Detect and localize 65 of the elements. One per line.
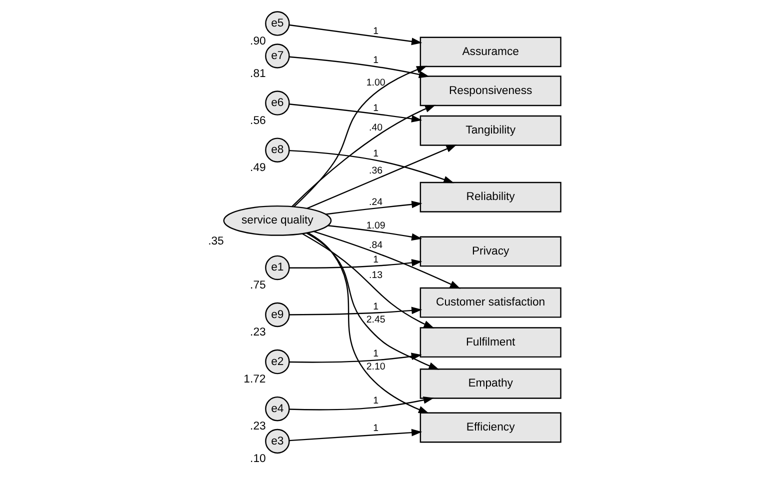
- arrow: [306, 144, 456, 209]
- edge-label: .24: [368, 196, 382, 208]
- arrow: [288, 306, 422, 316]
- node-label: .35: [208, 235, 224, 248]
- node-label: .23: [250, 420, 266, 433]
- node-circle: e3: [264, 428, 290, 454]
- edge-label: 1: [372, 102, 378, 114]
- arrow: [288, 24, 422, 46]
- edge-label: 1: [372, 148, 378, 160]
- node-box: Fulfilment: [419, 327, 561, 358]
- arrow: [325, 200, 422, 215]
- node-label: .90: [250, 35, 266, 48]
- node-box: Privacy: [419, 236, 561, 267]
- arrow: [288, 56, 429, 78]
- node-circle: e7: [264, 44, 290, 68]
- edge-label: 1: [372, 26, 378, 37]
- node-circle: e9: [264, 302, 290, 328]
- arrow: [302, 233, 434, 328]
- arrow: [312, 230, 460, 289]
- arrow: [306, 232, 439, 370]
- arrow: [288, 259, 422, 269]
- node-circle: e5: [264, 11, 290, 36]
- edge-label: 1: [372, 254, 378, 266]
- node-box: Reliability: [419, 182, 561, 212]
- arrow: [288, 396, 434, 410]
- edge-label: .84: [368, 240, 382, 251]
- edge-label: 1.09: [366, 220, 385, 232]
- node-box: Tangibility: [419, 115, 561, 146]
- node-circle: e6: [264, 90, 290, 116]
- arrow: [327, 225, 422, 241]
- node-box: Efficiency: [419, 412, 561, 443]
- node-label: .23: [250, 326, 266, 339]
- arrow: [307, 232, 429, 414]
- edge-label: 1: [372, 396, 378, 407]
- edge-label: 2.45: [366, 314, 385, 326]
- node-circle: e4: [264, 396, 290, 422]
- node-circle: e8: [264, 138, 290, 162]
- node-box: Assuramce: [419, 36, 561, 68]
- node-label: .56: [250, 114, 266, 127]
- arrow: [291, 104, 436, 207]
- node-box: Empathy: [419, 368, 561, 399]
- node-label: .49: [250, 162, 266, 174]
- edge-label: 1.00: [366, 78, 385, 89]
- edge-label: .36: [368, 165, 382, 176]
- edge-label: .13: [368, 270, 382, 281]
- arrow: [288, 352, 422, 363]
- node-circle: e1: [264, 255, 290, 280]
- arrow: [293, 66, 427, 208]
- arrow: [288, 150, 454, 184]
- arrow: [288, 428, 422, 442]
- node-circle: e2: [264, 349, 290, 374]
- node-label: 1.72: [243, 374, 266, 386]
- node-label: .81: [250, 68, 266, 80]
- node-label: .10: [250, 453, 266, 466]
- node-ellipse: service quality: [222, 205, 332, 236]
- arrow: [288, 104, 422, 122]
- node-box: Customer satisfaction: [419, 287, 561, 318]
- edge-label: 2.10: [366, 362, 385, 373]
- edge-label: 1: [372, 302, 378, 313]
- node-label: .75: [250, 280, 266, 292]
- edge-label: .40: [368, 122, 382, 134]
- edge-label: 1: [372, 423, 378, 434]
- node-box: Responsiveness: [419, 76, 561, 106]
- edge-label: 1: [372, 348, 378, 360]
- edge-label: 1: [372, 54, 378, 66]
